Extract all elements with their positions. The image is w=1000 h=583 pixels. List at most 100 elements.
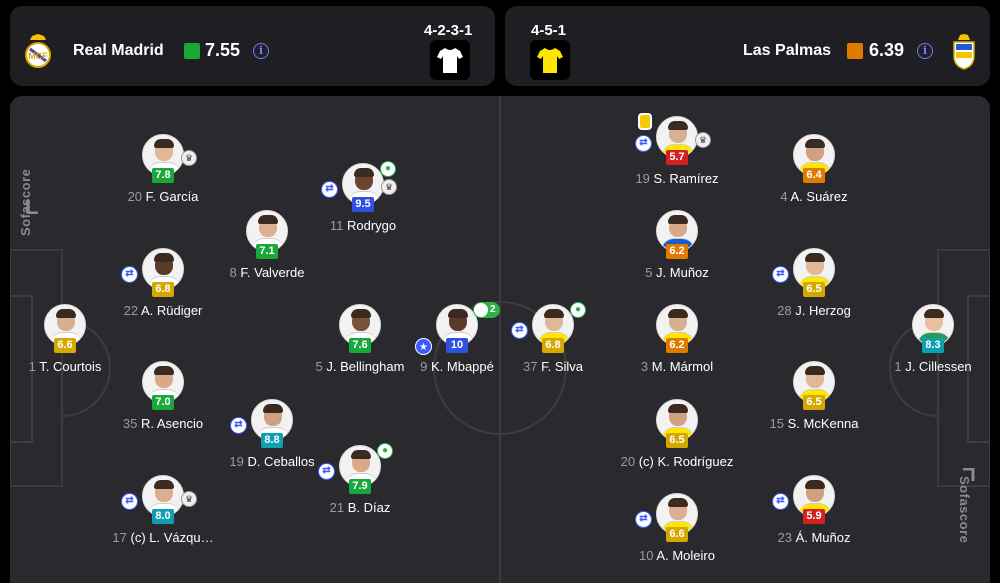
player-name: 3 M. Mármol: [607, 359, 747, 374]
home-team-rating-box: [184, 43, 200, 59]
player-rating: 6.4: [803, 168, 825, 183]
player-garcia[interactable]: 7.8 20 F. García ♛: [93, 134, 233, 234]
player-rating: 7.1: [256, 244, 278, 259]
player-avatar[interactable]: [793, 248, 835, 290]
player-name-text: F. Silva: [541, 359, 583, 374]
player-name-text: S. Ramírez: [653, 171, 719, 186]
player-name: 19 S. Ramírez: [607, 171, 747, 186]
player-name-text: M. Mármol: [651, 359, 714, 374]
info-icon[interactable]: i: [917, 43, 933, 59]
player-suarez[interactable]: 6.4 4 A. Suárez: [744, 134, 884, 234]
substitution-icon: ⇄: [121, 266, 138, 283]
player-name-text: K. Mbappé: [430, 359, 494, 374]
away-formation: 4-5-1: [531, 22, 567, 39]
away-team-card[interactable]: 4-5-1 Las Palmas 6.39 i: [505, 6, 990, 86]
substitution-icon: ⇄: [635, 135, 652, 152]
player-name: 8 F. Valverde: [197, 265, 337, 280]
player-name-text: J. Bellingham: [326, 359, 405, 374]
home-team-card[interactable]: MCF Real Madrid 7.55 i 4-2-3-1: [10, 6, 495, 86]
player-name-text: A. Moleiro: [656, 548, 715, 563]
sofascore-logo-icon: [963, 468, 975, 481]
player-name: 10 A. Moleiro: [607, 548, 747, 563]
player-name-text: J. Herzog: [795, 303, 851, 318]
player-number: 20: [127, 189, 143, 204]
away-team-rating-box: [847, 43, 863, 59]
substitution-icon: ⇄: [635, 511, 652, 528]
star-icon: ★: [415, 338, 432, 355]
shirt-icon: [437, 48, 463, 73]
player-name: 19 D. Ceballos: [202, 454, 342, 469]
player-name: 22 A. Rüdiger: [93, 303, 233, 318]
player-rating: 10: [446, 338, 468, 353]
player-name-text: D. Ceballos: [247, 454, 315, 469]
player-name-text: S. McKenna: [787, 416, 859, 431]
player-name: 20 (c) K. Rodríguez: [607, 454, 747, 469]
player-number: 3: [640, 359, 649, 374]
player-name-text: B. Díaz: [347, 500, 391, 515]
player-number: 20: [620, 454, 636, 469]
player-name-text: R. Asencio: [140, 416, 204, 431]
away-team-rating: 6.39: [869, 40, 905, 60]
away-team-name[interactable]: Las Palmas: [743, 42, 832, 59]
player-name-text: F. García: [145, 189, 199, 204]
player-rating: 7.9: [349, 479, 371, 494]
player-rating: 5.7: [666, 150, 688, 165]
player-number: 35: [122, 416, 138, 431]
away-kit: [530, 40, 570, 80]
player-rating: 7.8: [152, 168, 174, 183]
player-valverde[interactable]: 7.1 8 F. Valverde: [197, 210, 337, 310]
player-rating: 7.0: [152, 395, 174, 410]
player-name: 4 A. Suárez: [744, 189, 884, 204]
player-number: 37: [523, 359, 538, 374]
player-number: 11: [329, 218, 344, 233]
player-rating: 6.6: [54, 338, 76, 353]
player-name-text: A. Suárez: [790, 189, 848, 204]
info-icon[interactable]: i: [253, 43, 269, 59]
player-number: 17: [112, 530, 127, 545]
player-name-text: (c) L. Vázqu…: [130, 530, 214, 545]
player-name-text: (c) K. Rodríguez: [638, 454, 734, 469]
substitution-icon: ⇄: [511, 322, 528, 339]
player-avatar[interactable]: [251, 399, 293, 441]
club-badge-icon: ♛: [695, 132, 711, 148]
player-rating: 6.5: [803, 395, 825, 410]
player-number: 9: [420, 359, 428, 374]
goal-icon: ●: [380, 161, 396, 177]
player-avatar[interactable]: [912, 304, 954, 346]
player-name-text: F. Valverde: [240, 265, 305, 280]
goal-icon: ●: [570, 302, 586, 318]
player-ramirez[interactable]: 5.7 19 S. Ramírez ⇄ ♛: [607, 113, 747, 216]
player-rating: 9.5: [352, 197, 374, 212]
player-rating: 8.8: [261, 433, 283, 448]
player-name: 37 F. Silva: [483, 359, 623, 374]
las-palmas-crest: [953, 34, 975, 70]
shirt-icon: [537, 48, 563, 73]
player-mckenna[interactable]: 6.5 15 S. McKenna: [744, 361, 884, 461]
player-asencio[interactable]: 7.0 35 R. Asencio: [93, 361, 233, 461]
club-badge-icon: ♛: [181, 150, 197, 166]
pitch-lines: [10, 96, 990, 583]
player-number: 15: [769, 416, 784, 431]
svg-text:MCF: MCF: [28, 51, 48, 61]
real-madrid-crest: MCF: [25, 34, 51, 68]
player-name-text: J. Muñoz: [656, 265, 709, 280]
home-team-name[interactable]: Real Madrid: [73, 42, 164, 59]
home-kit: [430, 40, 470, 80]
substitution-icon: ⇄: [772, 266, 789, 283]
